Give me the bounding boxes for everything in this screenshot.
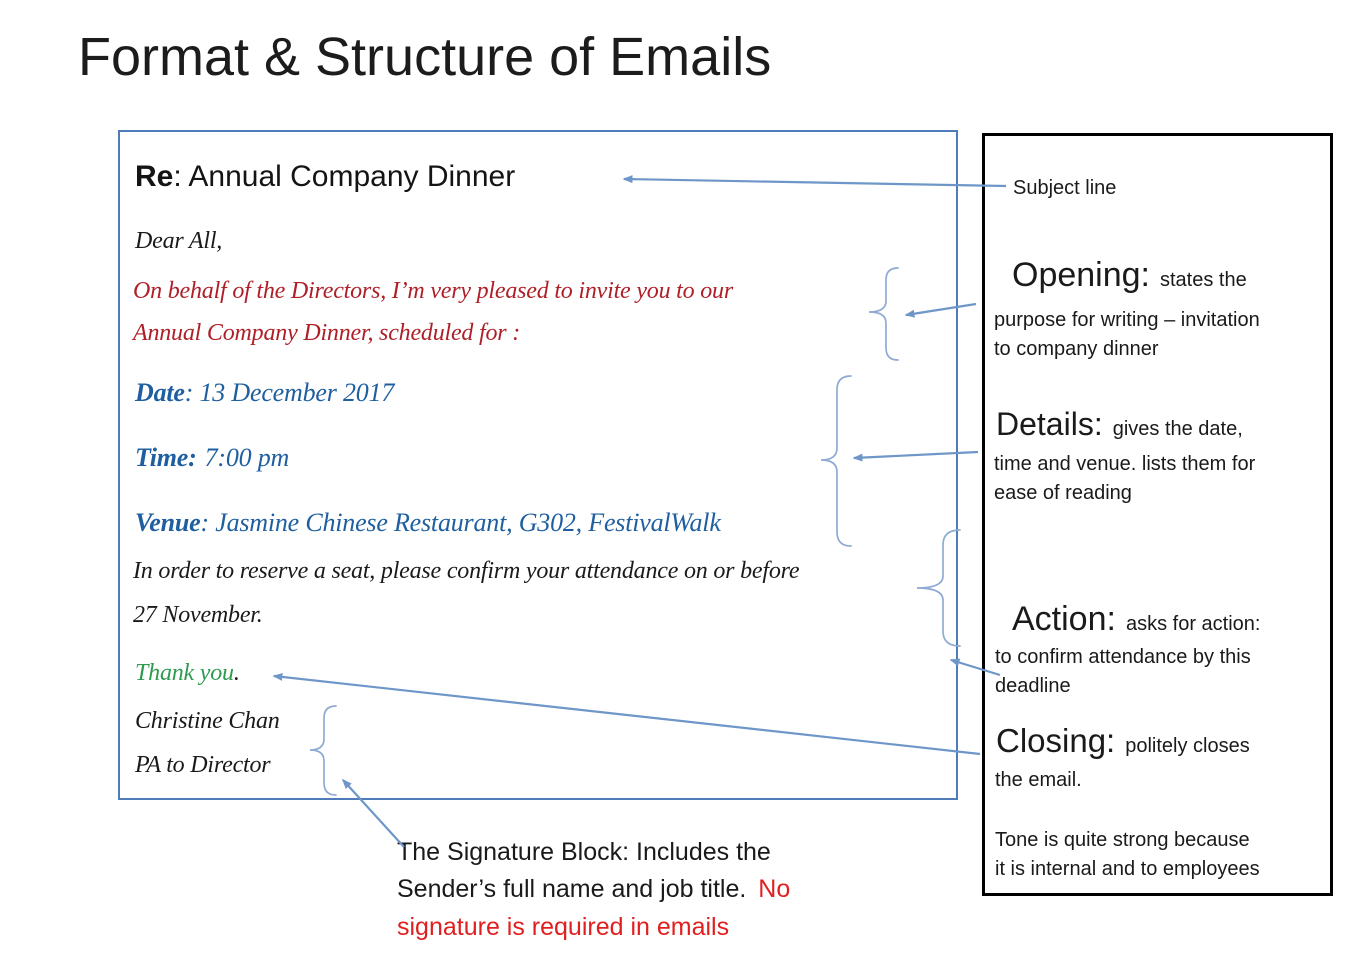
annotation-action-line2: to confirm attendance by this [995,646,1251,668]
details-tail: gives the date, [1112,418,1243,440]
venue-value: : Jasmine Chinese Restaurant, G302, Fest… [200,508,721,537]
opening-tail: states the [1160,269,1247,291]
annotation-opening-line3: to company dinner [994,338,1159,360]
annotation-details-line3: ease of reading [994,482,1132,504]
annotation-details-line2: time and venue. lists them for [994,453,1256,475]
annotation-action-line3: deadline [995,675,1071,697]
footnote-line2: Sender’s full name and job title. No [397,875,790,904]
annotation-action-heading: Action: asks for action: [1012,600,1260,639]
footnote-line2-black: Sender’s full name and job title. [397,875,747,903]
footnote-line2-red: No [758,875,791,903]
annotation-tone-line2: it is internal and to employees [995,858,1260,880]
annotation-box [982,133,1333,896]
subject-text: : Annual Company Dinner [173,160,516,193]
action-head: Action: [1012,600,1116,638]
annotation-tone-line1: Tone is quite strong because [995,829,1250,851]
footnote-line3: signature is required in emails [397,913,730,941]
email-subject-line: Re: Annual Company Dinner [135,160,515,194]
date-value: : 13 December 2017 [184,378,395,407]
annotation-details-heading: Details: gives the date, [996,406,1243,443]
footnote-line1: The Signature Block: Includes the [397,838,771,866]
annotation-opening-line2: purpose for writing – invitation [994,309,1260,331]
email-signature-name: Christine Chan [135,708,280,734]
details-head: Details: [996,406,1103,442]
time-value: 7:00 pm [204,443,290,472]
closing-head: Closing: [996,722,1116,759]
time-label: Time: [135,443,197,472]
email-opening-line2: Annual Company Dinner, scheduled for : [133,320,521,346]
opening-head: Opening: [1012,256,1150,294]
closing-text: Thank you [135,660,234,686]
email-signature-title: PA to Director [135,752,271,778]
annotation-closing-line2: the email. [995,769,1082,791]
email-opening-line1: On behalf of the Directors, I’m very ple… [133,278,733,304]
closing-period: . [233,660,240,686]
email-date-line: Date: 13 December 2017 [135,378,394,408]
closing-tail: politely closes [1125,735,1250,757]
annotation-closing-heading: Closing: politely closes [996,722,1250,760]
annotation-subject: Subject line [1013,177,1117,199]
subject-prefix: Re [135,160,174,193]
email-greeting: Dear All, [135,228,223,254]
email-action-line1: In order to reserve a seat, please confi… [133,558,800,584]
email-closing-line: Thank you. [135,660,240,687]
email-time-line: Time:7:00 pm [135,443,289,473]
date-label: Date [135,378,185,407]
email-venue-line: Venue: Jasmine Chinese Restaurant, G302,… [135,508,721,538]
venue-label: Venue [135,508,201,537]
annotation-opening-heading: Opening: states the [1012,256,1247,295]
action-tail: asks for action: [1125,613,1261,635]
page-title: Format & Structure of Emails [78,27,772,87]
email-action-line2: 27 November. [133,602,263,628]
